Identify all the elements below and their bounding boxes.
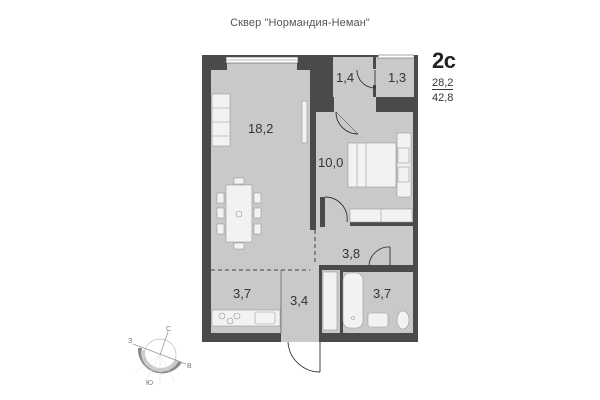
room-area-balcony: 1,3: [388, 70, 406, 85]
room-area-bedroom: 10,0: [318, 155, 343, 170]
room-area-living: 18,2: [248, 121, 273, 136]
room-area-kitchen-zone: 3,7: [233, 286, 251, 301]
living-area: 28,2: [432, 77, 454, 90]
window-balcony: [377, 54, 415, 59]
zone-dividers: [211, 230, 316, 271]
room-hallway: [316, 197, 413, 265]
room-area-entrance: 3,4: [290, 293, 308, 308]
sofa-icon: [211, 93, 231, 147]
room-area-bathroom: 3,7: [373, 286, 391, 301]
bed-icon: [347, 132, 412, 198]
room-area-hallway: 3,8: [342, 246, 360, 261]
compass-west: З: [128, 338, 132, 345]
room-area-storage: 1,4: [336, 70, 354, 85]
toilet-icon: [396, 310, 410, 330]
compass-east: В: [187, 363, 192, 370]
wardrobe-icon: [349, 208, 413, 223]
total-area: 42,8: [432, 92, 454, 104]
project-title: Сквер "Нормандия-Неман": [230, 17, 370, 29]
compass-north: С: [166, 326, 171, 333]
window-living: [225, 56, 299, 64]
room-entrance: [281, 270, 319, 342]
bathroom-sink-icon: [367, 312, 389, 328]
doors: [287, 69, 391, 373]
bathtub-icon: [342, 272, 364, 329]
dining-table-icon: [216, 177, 262, 250]
tv-icon: [301, 100, 308, 144]
apartment-type: 2с: [432, 48, 456, 73]
closet-icon: [322, 271, 338, 331]
room-labels: 18,2 1,4 1,3 10,0 3,8 3,7 3,4 3,7: [233, 70, 406, 308]
compass-south: Ю: [146, 380, 153, 387]
compass-icon: С З В Ю: [128, 326, 192, 387]
kitchen-sink-icon: [254, 311, 276, 325]
